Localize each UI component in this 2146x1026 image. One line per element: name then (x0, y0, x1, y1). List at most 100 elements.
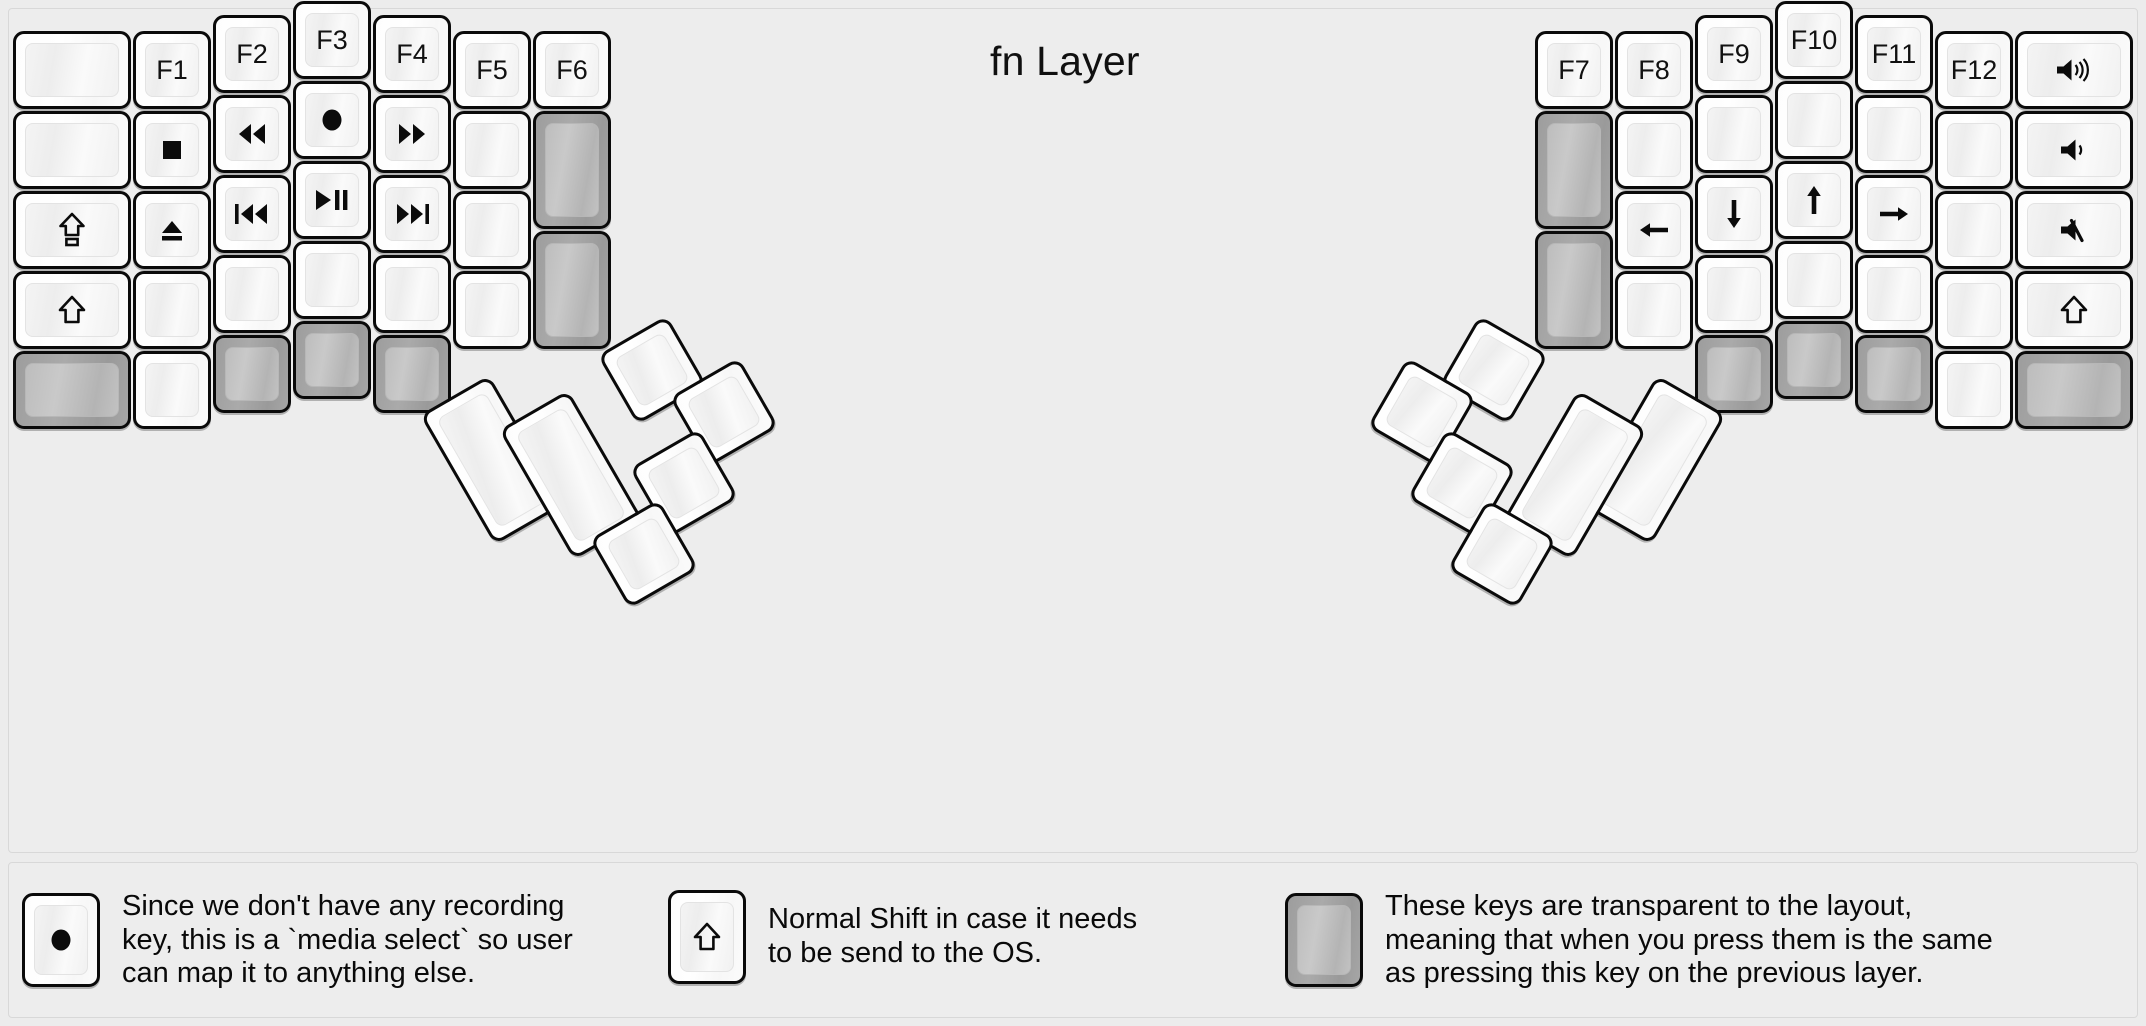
keycap-blank[interactable] (1775, 241, 1853, 319)
keycap-blank[interactable] (1695, 255, 1773, 333)
keycap-record[interactable] (293, 81, 371, 159)
keycap-face: F9 (1707, 27, 1761, 81)
keycap-blank[interactable] (13, 351, 131, 429)
keycap-face (1947, 203, 2001, 257)
keycap-blank[interactable] (1855, 95, 1933, 173)
keycap-face (385, 347, 439, 401)
keycap-blank[interactable] (1935, 271, 2013, 349)
keycap-f8[interactable]: F8 (1615, 31, 1693, 109)
keycap-f2[interactable]: F2 (213, 15, 291, 93)
key-label: F2 (236, 38, 268, 69)
arrow-left-icon (1637, 217, 1671, 243)
keycap-blank[interactable] (133, 271, 211, 349)
keycap-caps-lock[interactable] (13, 191, 131, 269)
keycap-f12[interactable]: F12 (1935, 31, 2013, 109)
keycap-arrow-left[interactable] (1615, 191, 1693, 269)
keycap-stop[interactable] (133, 111, 211, 189)
keycap-f4[interactable]: F4 (373, 15, 451, 93)
keycap-blank[interactable] (453, 271, 531, 349)
keycap-blank[interactable] (533, 231, 611, 349)
keycap-blank[interactable] (1695, 335, 1773, 413)
keycap-face (34, 905, 88, 976)
keycap-blank[interactable] (373, 335, 451, 413)
keycap-shift[interactable] (13, 271, 131, 349)
keycap-face (1947, 283, 2001, 337)
key-label: F7 (1558, 54, 1590, 85)
legend-transparent-text: These keys are transparent to the layout… (1385, 890, 1993, 990)
keycap-face: F8 (1627, 43, 1681, 97)
keycap-blank[interactable] (373, 255, 451, 333)
shift-icon (2060, 294, 2088, 326)
keycap-blank[interactable] (1615, 111, 1693, 189)
keycap-blank[interactable] (1535, 231, 1613, 349)
legend-panel (8, 862, 2138, 1018)
keycap-blank[interactable] (1775, 321, 1853, 399)
keycap-blank[interactable] (1535, 111, 1613, 229)
keycap-blank[interactable] (533, 111, 611, 229)
keycap-f5[interactable]: F5 (453, 31, 531, 109)
keycap-blank[interactable] (293, 241, 371, 319)
keycap-blank[interactable] (1935, 351, 2013, 429)
next-track-icon (392, 201, 432, 227)
keycap-blank[interactable] (213, 255, 291, 333)
keycap-rewind[interactable] (213, 95, 291, 173)
keycap-face (305, 173, 359, 227)
play-pause-icon (313, 187, 351, 213)
keycap-face (385, 187, 439, 241)
keycap-arrow-down[interactable] (1695, 175, 1773, 253)
keycap-blank[interactable] (1935, 191, 2013, 269)
key-label: F3 (316, 24, 348, 55)
keycap-blank[interactable] (13, 31, 131, 109)
keycap-face: F2 (225, 27, 279, 81)
keycap-next-track[interactable] (373, 175, 451, 253)
keycap-face (2027, 363, 2121, 417)
keycap-blank[interactable] (1695, 95, 1773, 173)
keycap-f9[interactable]: F9 (1695, 15, 1773, 93)
legend-transparent: These keys are transparent to the layout… (1285, 890, 1993, 991)
record-icon (46, 925, 76, 955)
keycap-f7[interactable]: F7 (1535, 31, 1613, 109)
keycap-blank[interactable] (133, 351, 211, 429)
keycap-f6[interactable]: F6 (533, 31, 611, 109)
keycap-mute[interactable] (2015, 191, 2133, 269)
keycap-blank[interactable] (453, 111, 531, 189)
keycap-f11[interactable]: F11 (1855, 15, 1933, 93)
keycap-blank[interactable] (213, 335, 291, 413)
keycap-blank[interactable] (1855, 255, 1933, 333)
keycap-blank[interactable] (1855, 335, 1933, 413)
keycap-blank[interactable] (13, 111, 131, 189)
keycap-blank[interactable] (1935, 111, 2013, 189)
key-label: F11 (1871, 38, 1917, 69)
keycap-f10[interactable]: F10 (1775, 1, 1853, 79)
caps-lock-icon (58, 212, 86, 248)
keycap-blank[interactable] (293, 321, 371, 399)
volume-up-icon (2053, 55, 2095, 85)
legend-shift-text: Normal Shift in case it needs to be send… (768, 903, 1138, 969)
shift-icon (58, 294, 86, 326)
keycap-blank[interactable] (1615, 271, 1693, 349)
keycap-face (1463, 515, 1541, 593)
keycap-face (1867, 347, 1921, 401)
keycap-shift[interactable] (2015, 271, 2133, 349)
keycap-blank[interactable] (1775, 81, 1853, 159)
keycap-face: F1 (145, 43, 199, 97)
keycap-prev-track[interactable] (213, 175, 291, 253)
keycap-eject[interactable] (133, 191, 211, 269)
keycap-arrow-right[interactable] (1855, 175, 1933, 253)
keycap-face (385, 267, 439, 321)
keycap-blank[interactable] (453, 191, 531, 269)
legend-record: Since we don't have any recording key, t… (22, 890, 573, 991)
keycap-face (1627, 123, 1681, 177)
keycap-volume-down[interactable] (2015, 111, 2133, 189)
stop-icon (157, 135, 187, 165)
keycap-arrow-up[interactable] (1775, 161, 1853, 239)
keycap-volume-up[interactable] (2015, 31, 2133, 109)
keycap-blank[interactable] (2015, 351, 2133, 429)
keycap-face (25, 123, 119, 177)
legend-transparent-keycap (1285, 893, 1363, 988)
keycap-f3[interactable]: F3 (293, 1, 371, 79)
keycap-fast-forward[interactable] (373, 95, 451, 173)
keycap-face (545, 123, 599, 217)
keycap-play-pause[interactable] (293, 161, 371, 239)
keycap-f1[interactable]: F1 (133, 31, 211, 109)
